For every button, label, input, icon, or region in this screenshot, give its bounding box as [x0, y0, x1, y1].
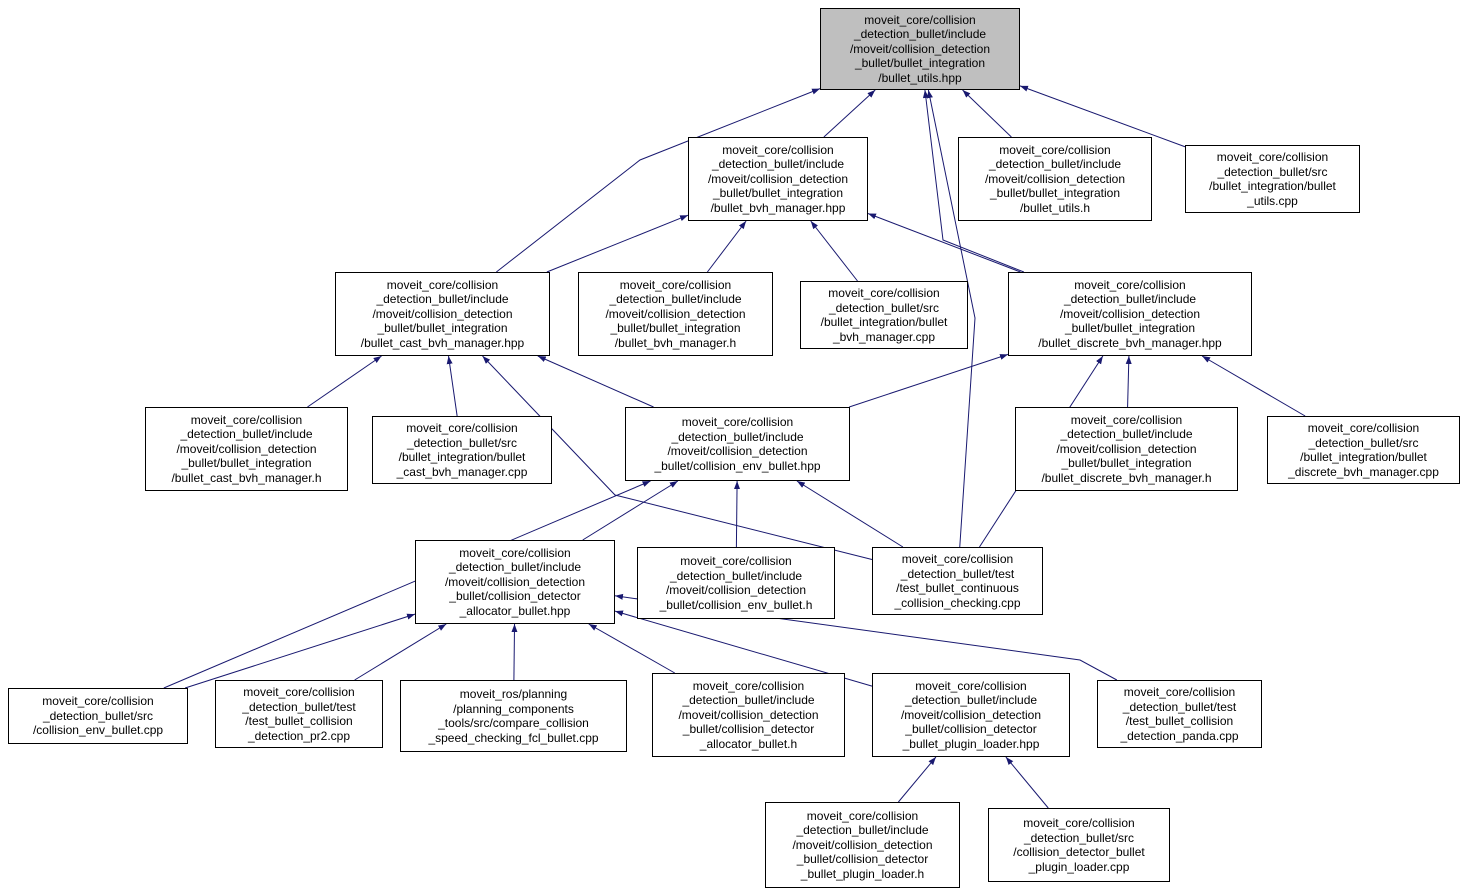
- graph-node-cast_mgr_h[interactable]: moveit_core/collision _detection_bullet/…: [145, 407, 348, 491]
- include-edge-alloc_hpp-to-env_hpp: [582, 480, 679, 541]
- include-edge-cast_mgr_hpp-to-bvh_mgr_hpp: [546, 214, 689, 273]
- include-edge-cast_mgr_h-to-cast_mgr_hpp: [307, 355, 382, 408]
- include-edge-alloc_h-to-alloc_hpp: [588, 623, 676, 674]
- graph-node-utils_h[interactable]: moveit_core/collision _detection_bullet/…: [958, 137, 1152, 221]
- graph-node-env_hpp[interactable]: moveit_core/collision _detection_bullet/…: [625, 407, 850, 481]
- include-edge-utils_cpp-to-utils_hpp: [1019, 85, 1186, 148]
- include-edge-utils_h-to-utils_hpp: [962, 89, 1012, 138]
- include-edge-bvh_mgr_h-to-bvh_mgr_hpp: [706, 220, 747, 273]
- include-edge-bvh_mgr_hpp-to-utils_hpp: [823, 89, 876, 138]
- graph-node-cast_mgr_hpp[interactable]: moveit_core/collision _detection_bullet/…: [335, 272, 550, 356]
- include-edge-test_pr2-to-alloc_hpp: [354, 623, 447, 681]
- include-edge-plugin_h-to-plugin_hpp: [898, 756, 937, 803]
- include-edge-compare_fcl-to-alloc_hpp: [511, 623, 518, 681]
- graph-node-plugin_cpp[interactable]: moveit_core/collision _detection_bullet/…: [988, 808, 1170, 882]
- graph-node-utils_hpp: moveit_core/collision _detection_bullet/…: [820, 8, 1020, 90]
- graph-node-test_cont[interactable]: moveit_core/collision _detection_bullet/…: [872, 547, 1043, 615]
- include-edge-disc_mgr_h-to-disc_mgr_hpp: [1125, 355, 1132, 408]
- include-edge-env_hpp-to-disc_mgr_hpp: [849, 353, 1009, 408]
- include-edge-cast_mgr_cpp-to-cast_mgr_hpp: [446, 355, 458, 417]
- graph-node-disc_mgr_hpp[interactable]: moveit_core/collision _detection_bullet/…: [1008, 272, 1252, 356]
- include-edge-test_cont-to-cast_mgr_hpp: [482, 355, 873, 561]
- graph-node-test_pr2[interactable]: moveit_core/collision _detection_bullet/…: [215, 680, 383, 748]
- include-edge-test_cont-to-utils_hpp: [927, 89, 976, 548]
- include-edge-bvh_mgr_cpp-to-bvh_mgr_hpp: [810, 220, 858, 282]
- include-edge-disc_mgr_hpp-to-utils_hpp: [922, 89, 1025, 273]
- graph-node-plugin_h[interactable]: moveit_core/collision _detection_bullet/…: [765, 802, 960, 888]
- graph-node-disc_mgr_h[interactable]: moveit_core/collision _detection_bullet/…: [1015, 407, 1238, 491]
- include-edge-disc_mgr_cpp-to-disc_mgr_hpp: [1201, 355, 1306, 417]
- graph-node-bvh_mgr_hpp[interactable]: moveit_core/collision _detection_bullet/…: [688, 137, 868, 221]
- include-edge-test_cont-to-env_hpp: [796, 480, 904, 548]
- graph-node-utils_cpp[interactable]: moveit_core/collision _detection_bullet/…: [1185, 145, 1360, 213]
- graph-node-bvh_mgr_cpp[interactable]: moveit_core/collision _detection_bullet/…: [800, 281, 968, 349]
- include-edge-env_cpp-to-alloc_hpp: [184, 613, 416, 689]
- include-edge-cast_mgr_hpp-to-utils_hpp: [496, 88, 821, 273]
- graph-node-env_h[interactable]: moveit_core/collision _detection_bullet/…: [637, 547, 835, 619]
- graph-node-cast_mgr_cpp[interactable]: moveit_core/collision _detection_bullet/…: [372, 416, 552, 484]
- include-edge-env_cpp-to-env_hpp: [163, 480, 651, 689]
- graph-node-test_panda[interactable]: moveit_core/collision _detection_bullet/…: [1097, 680, 1262, 748]
- include-edge-env_hpp-to-cast_mgr_hpp: [537, 355, 654, 408]
- include-edge-disc_mgr_hpp-to-bvh_mgr_hpp: [867, 213, 1021, 273]
- graph-node-disc_mgr_cpp[interactable]: moveit_core/collision _detection_bullet/…: [1267, 416, 1460, 484]
- graph-node-plugin_hpp[interactable]: moveit_core/collision _detection_bullet/…: [872, 673, 1070, 757]
- graph-node-compare_fcl[interactable]: moveit_ros/planning /planning_components…: [400, 680, 627, 752]
- graph-node-bvh_mgr_h[interactable]: moveit_core/collision _detection_bullet/…: [578, 272, 773, 356]
- graph-node-env_cpp[interactable]: moveit_core/collision _detection_bullet/…: [8, 688, 188, 744]
- include-edge-plugin_cpp-to-plugin_hpp: [1005, 756, 1049, 809]
- graph-node-alloc_hpp[interactable]: moveit_core/collision _detection_bullet/…: [415, 540, 615, 624]
- include-edge-env_h-to-env_hpp: [734, 480, 741, 548]
- graph-node-alloc_h[interactable]: moveit_core/collision _detection_bullet/…: [652, 673, 845, 757]
